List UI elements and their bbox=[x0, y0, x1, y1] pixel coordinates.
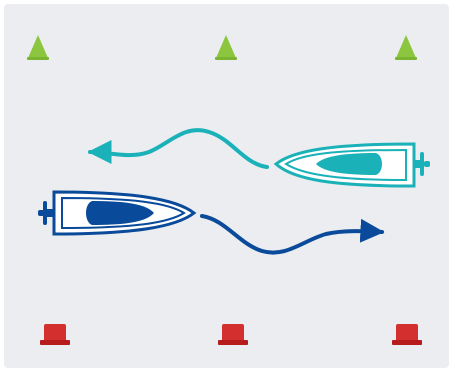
green-cone-left bbox=[27, 35, 49, 60]
red-buoy-left bbox=[40, 324, 70, 345]
diagram-background bbox=[4, 4, 449, 368]
navy-wake-arrow bbox=[202, 216, 382, 253]
green-cone-middle bbox=[215, 35, 237, 60]
boating-diagram bbox=[4, 4, 449, 368]
red-buoy-middle bbox=[218, 324, 248, 345]
teal-boat bbox=[276, 144, 430, 186]
teal-wake-arrow bbox=[90, 130, 267, 167]
green-cone-right bbox=[395, 35, 417, 60]
red-buoy-right bbox=[392, 324, 422, 345]
navy-boat bbox=[38, 192, 194, 234]
